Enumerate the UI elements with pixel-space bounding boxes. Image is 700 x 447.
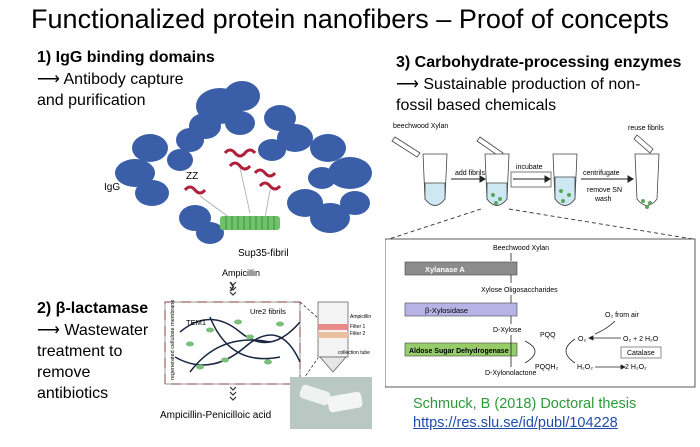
section2-heading: 2) β-lactamase bbox=[37, 300, 149, 317]
enzyme1-label: Xylanase A bbox=[425, 265, 465, 274]
step-reuse-label: reuse fibrils bbox=[628, 125, 664, 132]
enzyme3-label: Aldose Sugar Dehydrogenase bbox=[409, 348, 509, 355]
filter1-label: Filter 1 bbox=[350, 324, 366, 330]
filter-ampicillin-label: Ampicillin bbox=[350, 314, 371, 320]
product3-label: D-Xylonolactone bbox=[485, 370, 536, 377]
pqq-label: PQQ bbox=[540, 332, 556, 339]
enzyme3-box bbox=[404, 342, 518, 357]
enzyme2-box bbox=[404, 302, 518, 317]
citation-link[interactable]: https://res.slu.se/id/publ/104228 bbox=[413, 415, 618, 431]
filter2-label: Filter 2 bbox=[350, 331, 366, 337]
pathway-top-label: Beechwood Xylan bbox=[493, 245, 549, 252]
section1-heading: 1) IgG binding domains bbox=[37, 49, 215, 66]
pqqh2-label: PQQH₂ bbox=[535, 364, 559, 371]
ampicillin-penicilloic-label: Ampicillin-Penicilloic acid bbox=[160, 410, 271, 421]
section2-line4: antibiotics bbox=[37, 385, 109, 402]
enzyme2-label: β-Xylosidase bbox=[425, 306, 468, 315]
section2-line3: remove bbox=[37, 364, 91, 381]
igg-fibril-illustration: IgG ZZ Sup35-fibril bbox=[104, 81, 372, 259]
two-h2o2-label: 2 H₂O₂ bbox=[625, 364, 647, 371]
tem1-label: TEM1 bbox=[186, 318, 206, 327]
section3-line2: fossil based chemicals bbox=[396, 97, 557, 114]
step-wash-label: wash bbox=[594, 196, 611, 203]
step-remove-label: remove SN bbox=[587, 187, 622, 194]
step-xylan-label: beechwood Xylan bbox=[393, 123, 448, 130]
slide-title: Functionalized protein nanofibers – Proo… bbox=[31, 4, 669, 34]
catalase-box bbox=[620, 346, 662, 359]
ure2-label: Ure2 fibrils bbox=[250, 307, 286, 316]
svg-text:❯: ❯ bbox=[228, 281, 236, 292]
membrane-label: regenerated cellulose membrane bbox=[170, 300, 176, 380]
o2-label: O₂ bbox=[578, 336, 586, 343]
enzyme-process-diagram: beechwood Xylan reuse fibrils add fibril… bbox=[385, 123, 696, 388]
step-incubate-label: incubate bbox=[516, 164, 543, 171]
section2-line2: treatment to bbox=[37, 343, 123, 360]
beta-lactamase-diagram: Ampicillin ❯ TEM1 Ure2 fibrils regenerat… bbox=[160, 268, 372, 429]
section1-line1: ⟶ Antibody capture bbox=[37, 71, 184, 88]
o2-air-label: O₂ from air bbox=[605, 312, 640, 319]
ampicillin-top-label: Ampicillin bbox=[222, 268, 260, 278]
enzyme1-box bbox=[404, 261, 518, 276]
section3-heading: 3) Carbohydrate-processing enzymes bbox=[396, 54, 682, 71]
zz-label: ZZ bbox=[186, 171, 198, 182]
product2-label: D-Xylose bbox=[493, 327, 522, 334]
collection-tube-label: collection tube bbox=[338, 350, 370, 356]
product1-label: Xylose Oligosaccharides bbox=[481, 287, 558, 294]
section2-line1: ⟶ Wastewater bbox=[37, 322, 149, 339]
section1-line2: and purification bbox=[37, 92, 146, 109]
section3-line1: ⟶ Sustainable production of non- bbox=[396, 76, 641, 93]
h2o2-label: H₂O₂ bbox=[577, 364, 593, 371]
catalase-label: Catalase bbox=[627, 350, 655, 357]
citation-text: Schmuck, B (2018) Doctoral thesis bbox=[413, 396, 637, 412]
o2-2h2o-label: O₂ + 2 H₂O bbox=[623, 336, 659, 343]
fibril-label: Sup35-fibril bbox=[238, 248, 289, 259]
step-add-label: add fibrils bbox=[455, 170, 485, 177]
igg-label: IgG bbox=[104, 182, 120, 193]
step-centrifugate-label: centrifugate bbox=[583, 170, 620, 177]
